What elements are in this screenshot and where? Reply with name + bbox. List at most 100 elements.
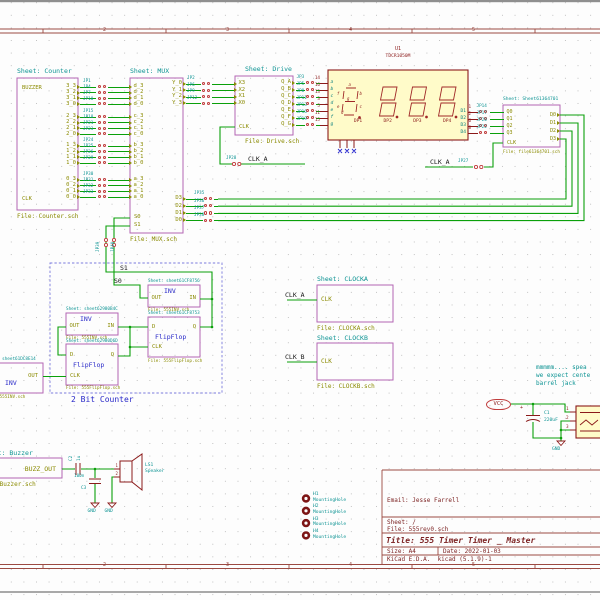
mounting-hole-item[interactable]: H2 MountingHole <box>299 505 349 517</box>
shift-pin-clk[interactable]: CLK <box>507 139 517 146</box>
jumper-link-row[interactable]: Q_A JP3 14 a <box>267 76 342 90</box>
jumper-link-row[interactable]: 1_2 JP25 b_2 <box>58 144 168 159</box>
inv-right-name[interactable]: INV <box>164 287 176 295</box>
note-line-2[interactable]: we expect cente <box>536 371 591 379</box>
jumper-link-row[interactable]: D4 8 JP22 Q3 <box>440 126 520 140</box>
cap-c1-ref[interactable]: C1 <box>544 410 550 416</box>
jumper-link-row[interactable]: D3 JP35 <box>157 192 227 206</box>
buzzer-pin-out[interactable]: BUZZ_OUT <box>24 464 56 473</box>
jumper-link-row[interactable]: 0_1 JP32 a_1 <box>58 184 168 199</box>
cap-c3-ref[interactable]: C3 <box>81 486 87 491</box>
speaker-symbol[interactable] <box>119 453 143 492</box>
note-line-3[interactable]: barrel jack <box>536 379 576 387</box>
jumper-link-row[interactable]: 0_3 JP30 a_3 <box>58 173 168 187</box>
wires[interactable] <box>43 114 585 503</box>
jumper-link-row[interactable]: Q_B JP5 16 b <box>267 83 342 97</box>
sheet-pin-clk[interactable]: CLK <box>22 196 32 202</box>
jumper-link-row[interactable]: 0_2 JP31 a_2 <box>58 178 168 193</box>
mounting-hole-item[interactable]: H4 MountingHole <box>299 529 349 542</box>
jumper-link-row[interactable]: Q_C JP8 13 c <box>267 90 342 104</box>
pin-arrow-icon <box>76 102 80 107</box>
barrel-jack-symbol[interactable] <box>575 405 600 439</box>
two-bit-counter-label[interactable]: 2 Bit Counter <box>71 394 134 404</box>
jumper-link-row[interactable]: 2_0 JP23 c_0 <box>58 127 168 141</box>
sheet-buzzer-title[interactable]: Sheet: Buzzer <box>0 448 33 457</box>
mux-pin-s1[interactable]: S1 <box>134 222 141 228</box>
jumper-pad-icon <box>310 116 314 120</box>
jumper-link-row[interactable]: 2_2 JP18 c_2 <box>58 115 168 130</box>
net-label-s0[interactable]: S0 <box>114 277 122 285</box>
jumper-link-row[interactable]: 3_1 JP7 d_1 <box>58 91 168 106</box>
jumper-link-row[interactable]: 0_0 JP33 a_0 <box>58 190 168 204</box>
jumper-link-row[interactable]: 2_3 JP15 c_3 <box>58 110 168 124</box>
jumper-link-row[interactable]: Y_3 JP12 X0 <box>159 96 259 111</box>
net-label-clk-b[interactable]: CLK_B <box>285 352 305 361</box>
counter-pin-label: 0_0 <box>66 193 76 200</box>
inv-left-name[interactable]: INV <box>80 314 92 323</box>
net-label-s1[interactable]: S1 <box>120 263 128 272</box>
sheet-pin-row[interactable]: D3 <box>524 136 564 146</box>
jumper-ref-jp39[interactable]: JP39 <box>96 241 101 252</box>
jumper-link-row[interactable]: Q_F JP16 11 f <box>267 111 342 125</box>
sheet-pin-row[interactable]: D1 <box>524 120 564 130</box>
sheet-pin-row[interactable]: D0 <box>524 112 564 122</box>
jumper-link-row[interactable]: 1_1 JP26 b_1 <box>58 150 168 165</box>
jumper-link-row[interactable]: 1_0 JP29 b_0 <box>58 156 168 170</box>
clocka-pin-clk[interactable]: CLK <box>321 296 332 303</box>
jumper-ref-label: JP20 <box>476 118 487 124</box>
jumper-link-row[interactable]: 3_2 JP4 d_2 <box>58 85 168 100</box>
sheet-pin-row[interactable]: D2 <box>524 128 564 138</box>
cap-c2-ref[interactable]: C2 <box>69 455 74 461</box>
wire <box>186 90 201 92</box>
display-u1-body[interactable] <box>327 69 469 141</box>
jumper-ref-jp28[interactable]: JP28 <box>226 156 237 161</box>
jumper-link-row[interactable]: 3_0 JP10 d_0 <box>58 97 168 111</box>
clockb-pin-clk[interactable]: CLK <box>321 358 332 365</box>
display-ref[interactable]: U1 <box>394 46 402 52</box>
sheet-drive-title[interactable]: Sheet: Drive <box>245 64 292 73</box>
jumper-link-row[interactable]: Q_D JP11 3 d <box>267 97 342 111</box>
jumper-link-row[interactable]: Y_1 JP6 X2 <box>159 83 259 98</box>
mounting-hole-icons[interactable] <box>301 494 311 540</box>
mounting-hole-item[interactable]: H1 MountingHole <box>299 492 349 505</box>
jumper-link-row[interactable]: D2 JP36 <box>157 199 227 213</box>
jumper-link-row[interactable]: D0 JP38 <box>157 213 227 228</box>
mux-pin-s0[interactable]: S0 <box>134 214 141 220</box>
vcc-symbol[interactable]: VCC <box>486 399 511 410</box>
net-label-clk-a[interactable]: CLK_A <box>248 154 268 163</box>
sheet-pin-buzzer[interactable]: BUZZER <box>22 84 42 91</box>
wire <box>186 96 201 98</box>
jumper-link-row[interactable]: D1 JP37 <box>157 206 227 220</box>
jumper-link-row[interactable]: 2_1 JP21 c_1 <box>58 121 168 136</box>
inv-far-name[interactable]: INV <box>5 379 17 387</box>
sheet-counter-title[interactable]: Sheet: Counter <box>17 67 72 75</box>
net-label-clk-a-2[interactable]: CLK_A <box>430 157 450 166</box>
sheet-shift-title[interactable]: Sheet: Sheet61364701 <box>503 97 559 102</box>
jumper-ref-jp40[interactable]: JP40 <box>111 241 116 252</box>
jumper-pads[interactable] <box>103 161 484 248</box>
jumper-link-row[interactable]: 1_3 JP24 b_3 <box>58 139 168 153</box>
two-bit-counter-group-box[interactable] <box>49 262 223 394</box>
speaker-ref[interactable]: LS1 <box>145 462 154 468</box>
sheet-clockb-title[interactable]: Sheet: CLOCKB <box>317 333 368 342</box>
mounting-hole-item[interactable]: H3 MountingHole <box>299 517 349 530</box>
jumper-link-row[interactable]: Y_0 JP2 X3 <box>159 77 259 91</box>
jumper-link-row[interactable]: Q_E JP13 5 e <box>267 104 342 118</box>
jumper-link-row[interactable]: D2 2 JP17 Q1 <box>440 112 520 126</box>
sheet-clocka-title[interactable]: Sheet: CLOCKA <box>317 274 368 283</box>
jumper-link-row[interactable]: Q_G JP19 15 g <box>267 118 342 132</box>
jumper-ref-jp27[interactable]: JP27 <box>458 158 469 164</box>
display-value[interactable]: TDCR1050M <box>385 53 411 59</box>
note-line-1[interactable]: mmmmm.... spea <box>536 363 587 371</box>
ff-left-name[interactable]: FlipFlop <box>73 360 105 369</box>
net-label-clk-a-3[interactable]: CLK_A <box>285 290 305 299</box>
jumper-link-row[interactable]: D3 6 JP20 Q2 <box>440 119 520 133</box>
drive-pin-clk[interactable]: CLK <box>239 123 249 130</box>
sheet-mux-title[interactable]: Sheet: MUX <box>130 67 170 75</box>
jumper-ref-label: JP15 <box>83 109 94 115</box>
jumper-link-row[interactable]: 3_3 JP1 d_3 <box>58 80 168 94</box>
jumper-link-row[interactable]: D1 1 JP14 Q0 <box>440 105 520 119</box>
jumper-link-row[interactable]: Y_2 JP9 X1 <box>159 90 259 104</box>
ff-right-name[interactable]: FlipFlop <box>155 332 187 341</box>
